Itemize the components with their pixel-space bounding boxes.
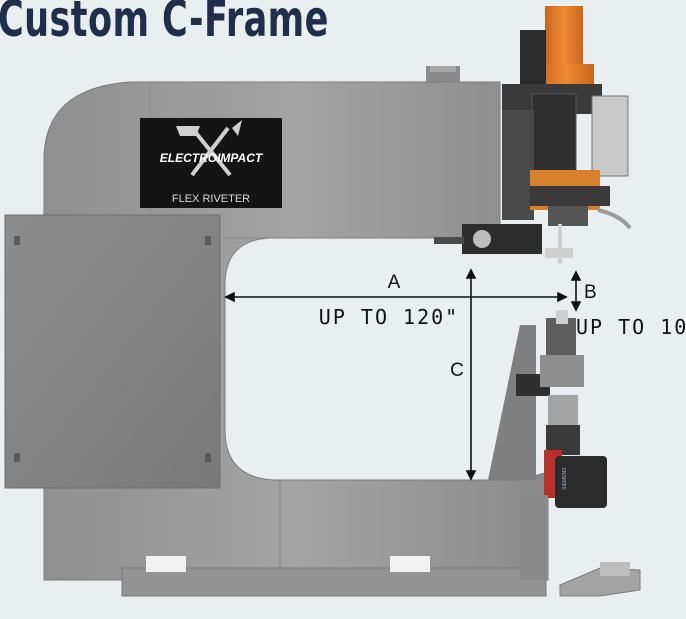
dimension-c-label: C xyxy=(450,360,464,381)
dimension-b-value: UP TO 10" xyxy=(576,315,686,339)
electrical-cabinet xyxy=(4,214,221,489)
servo-motor xyxy=(555,456,607,508)
motor-label: SIEMENS xyxy=(562,467,568,490)
logo-brand: ELECTROIMPACT xyxy=(160,151,264,165)
foot-pedal xyxy=(559,562,641,597)
dimension-a-value: UP TO 120" xyxy=(319,305,459,329)
dimension-b-label: B xyxy=(584,282,597,303)
dimension-a-label: A xyxy=(388,272,401,293)
logo-plate xyxy=(140,118,282,208)
dimension-c xyxy=(465,268,477,481)
page-title: Custom C-Frame xyxy=(0,0,329,48)
dimension-b xyxy=(570,270,582,312)
hammer-wrench-logo-icon xyxy=(176,120,242,177)
upper-riveting-head xyxy=(434,6,632,264)
dimension-a xyxy=(224,291,568,303)
logo-product: FLEX RIVETER xyxy=(172,193,250,205)
frame-base xyxy=(121,567,547,597)
lower-anvil-assembly: SIEMENS xyxy=(488,310,607,580)
